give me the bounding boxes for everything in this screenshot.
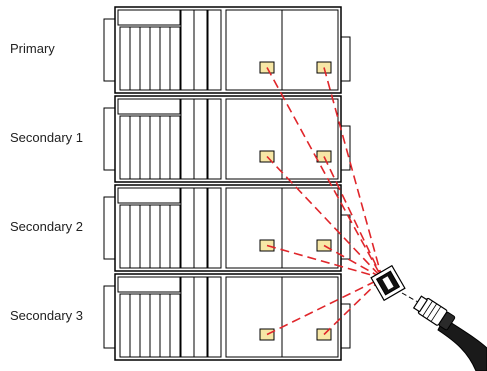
hub-layer [370, 264, 487, 371]
power-cable-line [323, 156, 383, 279]
rack-unit [103, 273, 351, 361]
chassis-frame [114, 6, 342, 94]
unit-label: Secondary 2 [10, 219, 83, 234]
drive-bay-slot [169, 115, 181, 180]
power-supply-bay [281, 9, 339, 91]
panel-slot [193, 9, 208, 91]
header-bar [117, 9, 181, 26]
power-cable-line [323, 67, 383, 279]
panel-slot [193, 276, 208, 358]
panel-slot [207, 9, 222, 91]
chassis-frame [114, 273, 342, 361]
left-mounting-ear [103, 107, 116, 171]
power-cable-line [266, 67, 383, 279]
drive-bay-slot [169, 293, 181, 358]
panel-slot [207, 187, 222, 269]
header-bar [117, 98, 181, 115]
panel-slot [207, 98, 222, 180]
drive-bay-slot [169, 204, 181, 269]
power-cable-line [266, 244, 383, 279]
power-supply-bay [281, 98, 339, 180]
left-mounting-ear [103, 196, 116, 260]
chassis-frame [114, 184, 342, 272]
power-connector-icon [370, 264, 406, 302]
power-supply-bay [281, 276, 339, 358]
plug-link-line [401, 292, 426, 307]
panel-slot [207, 276, 222, 358]
drive-bay-slot [169, 26, 181, 91]
power-cable-line [323, 244, 383, 279]
power-cable-line [266, 277, 383, 336]
right-mounting-ear [340, 125, 351, 171]
rack-unit [103, 95, 351, 183]
header-bar [117, 187, 181, 204]
panel-slot [193, 98, 208, 180]
rack-unit [103, 184, 351, 272]
panel-slot [193, 187, 208, 269]
power-supply-bay [281, 187, 339, 269]
unit-label: Secondary 1 [10, 130, 83, 145]
unit-label: Secondary 3 [10, 308, 83, 323]
left-mounting-ear [103, 18, 116, 82]
left-mounting-ear [103, 285, 116, 349]
chassis-frame [114, 95, 342, 183]
power-plug-icon [412, 295, 487, 371]
rack-unit [103, 6, 351, 94]
right-mounting-ear [340, 36, 351, 82]
cables-layer [266, 67, 383, 336]
header-bar [117, 276, 181, 293]
right-mounting-ear [340, 214, 351, 260]
units-layer [103, 6, 351, 361]
unit-label: Primary [10, 41, 55, 56]
